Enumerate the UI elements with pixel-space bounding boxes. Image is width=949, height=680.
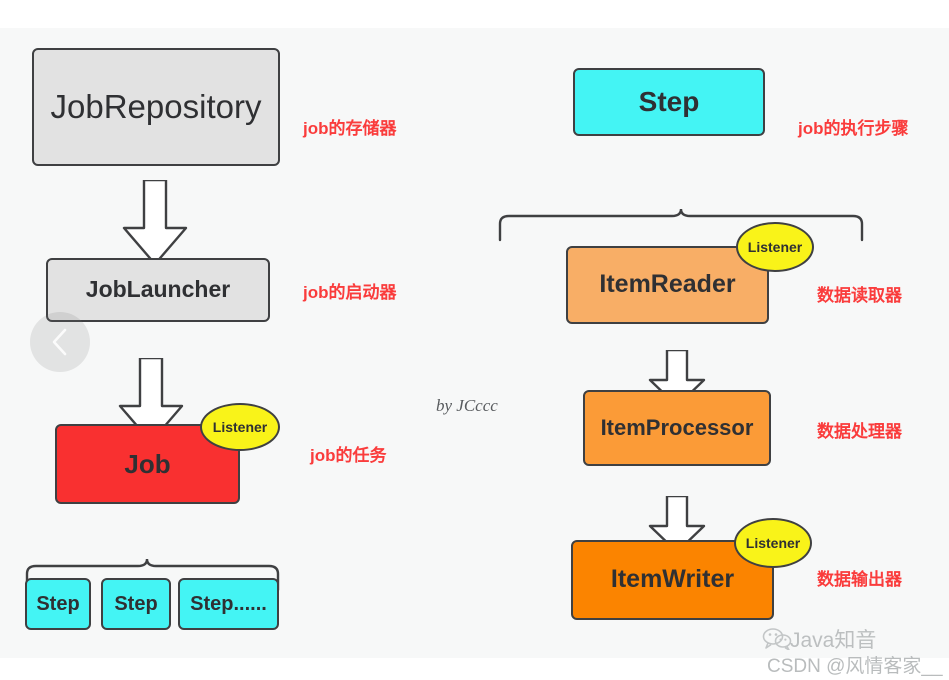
wechat-icon: [762, 628, 792, 650]
watermark-line-2: CSDN @风情客家__: [767, 656, 943, 677]
annotation-item-reader: 数据读取器: [817, 286, 902, 305]
annotation-item-writer: 数据输出器: [817, 570, 902, 589]
node-step-2[interactable]: Step: [101, 578, 171, 630]
arrow-down-processor-to-writer: [648, 496, 706, 554]
author-signature: by JCccc: [436, 396, 498, 415]
listener-badge-item-writer[interactable]: Listener: [734, 518, 812, 568]
node-step-3[interactable]: Step......: [178, 578, 279, 630]
node-item-processor[interactable]: ItemProcessor: [583, 390, 771, 466]
image-viewer: JobRepository JobLauncher Job Listener S…: [0, 28, 949, 677]
node-item-reader[interactable]: ItemReader: [566, 246, 769, 324]
arrow-down-repository-to-launcher: [122, 180, 188, 266]
diagram-canvas: JobRepository JobLauncher Job Listener S…: [0, 28, 949, 677]
listener-badge-job[interactable]: Listener: [200, 403, 280, 451]
brace-job-steps: [25, 558, 280, 592]
annotation-item-processor: 数据处理器: [817, 422, 902, 441]
listener-badge-item-reader[interactable]: Listener: [736, 222, 814, 272]
annotation-job: job的任务: [310, 446, 387, 465]
watermark: Java知音 CSDN @风情客家__: [760, 624, 949, 680]
node-step-header[interactable]: Step: [573, 68, 765, 136]
chevron-left-icon: [52, 328, 67, 356]
brace-step-children: [498, 208, 864, 242]
node-job-repository[interactable]: JobRepository: [32, 48, 280, 166]
node-job-launcher[interactable]: JobLauncher: [46, 258, 270, 322]
node-step-1[interactable]: Step: [25, 578, 91, 630]
watermark-line-1: Java知音: [790, 629, 877, 652]
annotation-job-launcher: job的启动器: [303, 283, 397, 302]
prev-image-button[interactable]: [30, 312, 90, 372]
annotation-job-repository: job的存储器: [303, 119, 397, 138]
annotation-step: job的执行步骤: [798, 119, 909, 138]
